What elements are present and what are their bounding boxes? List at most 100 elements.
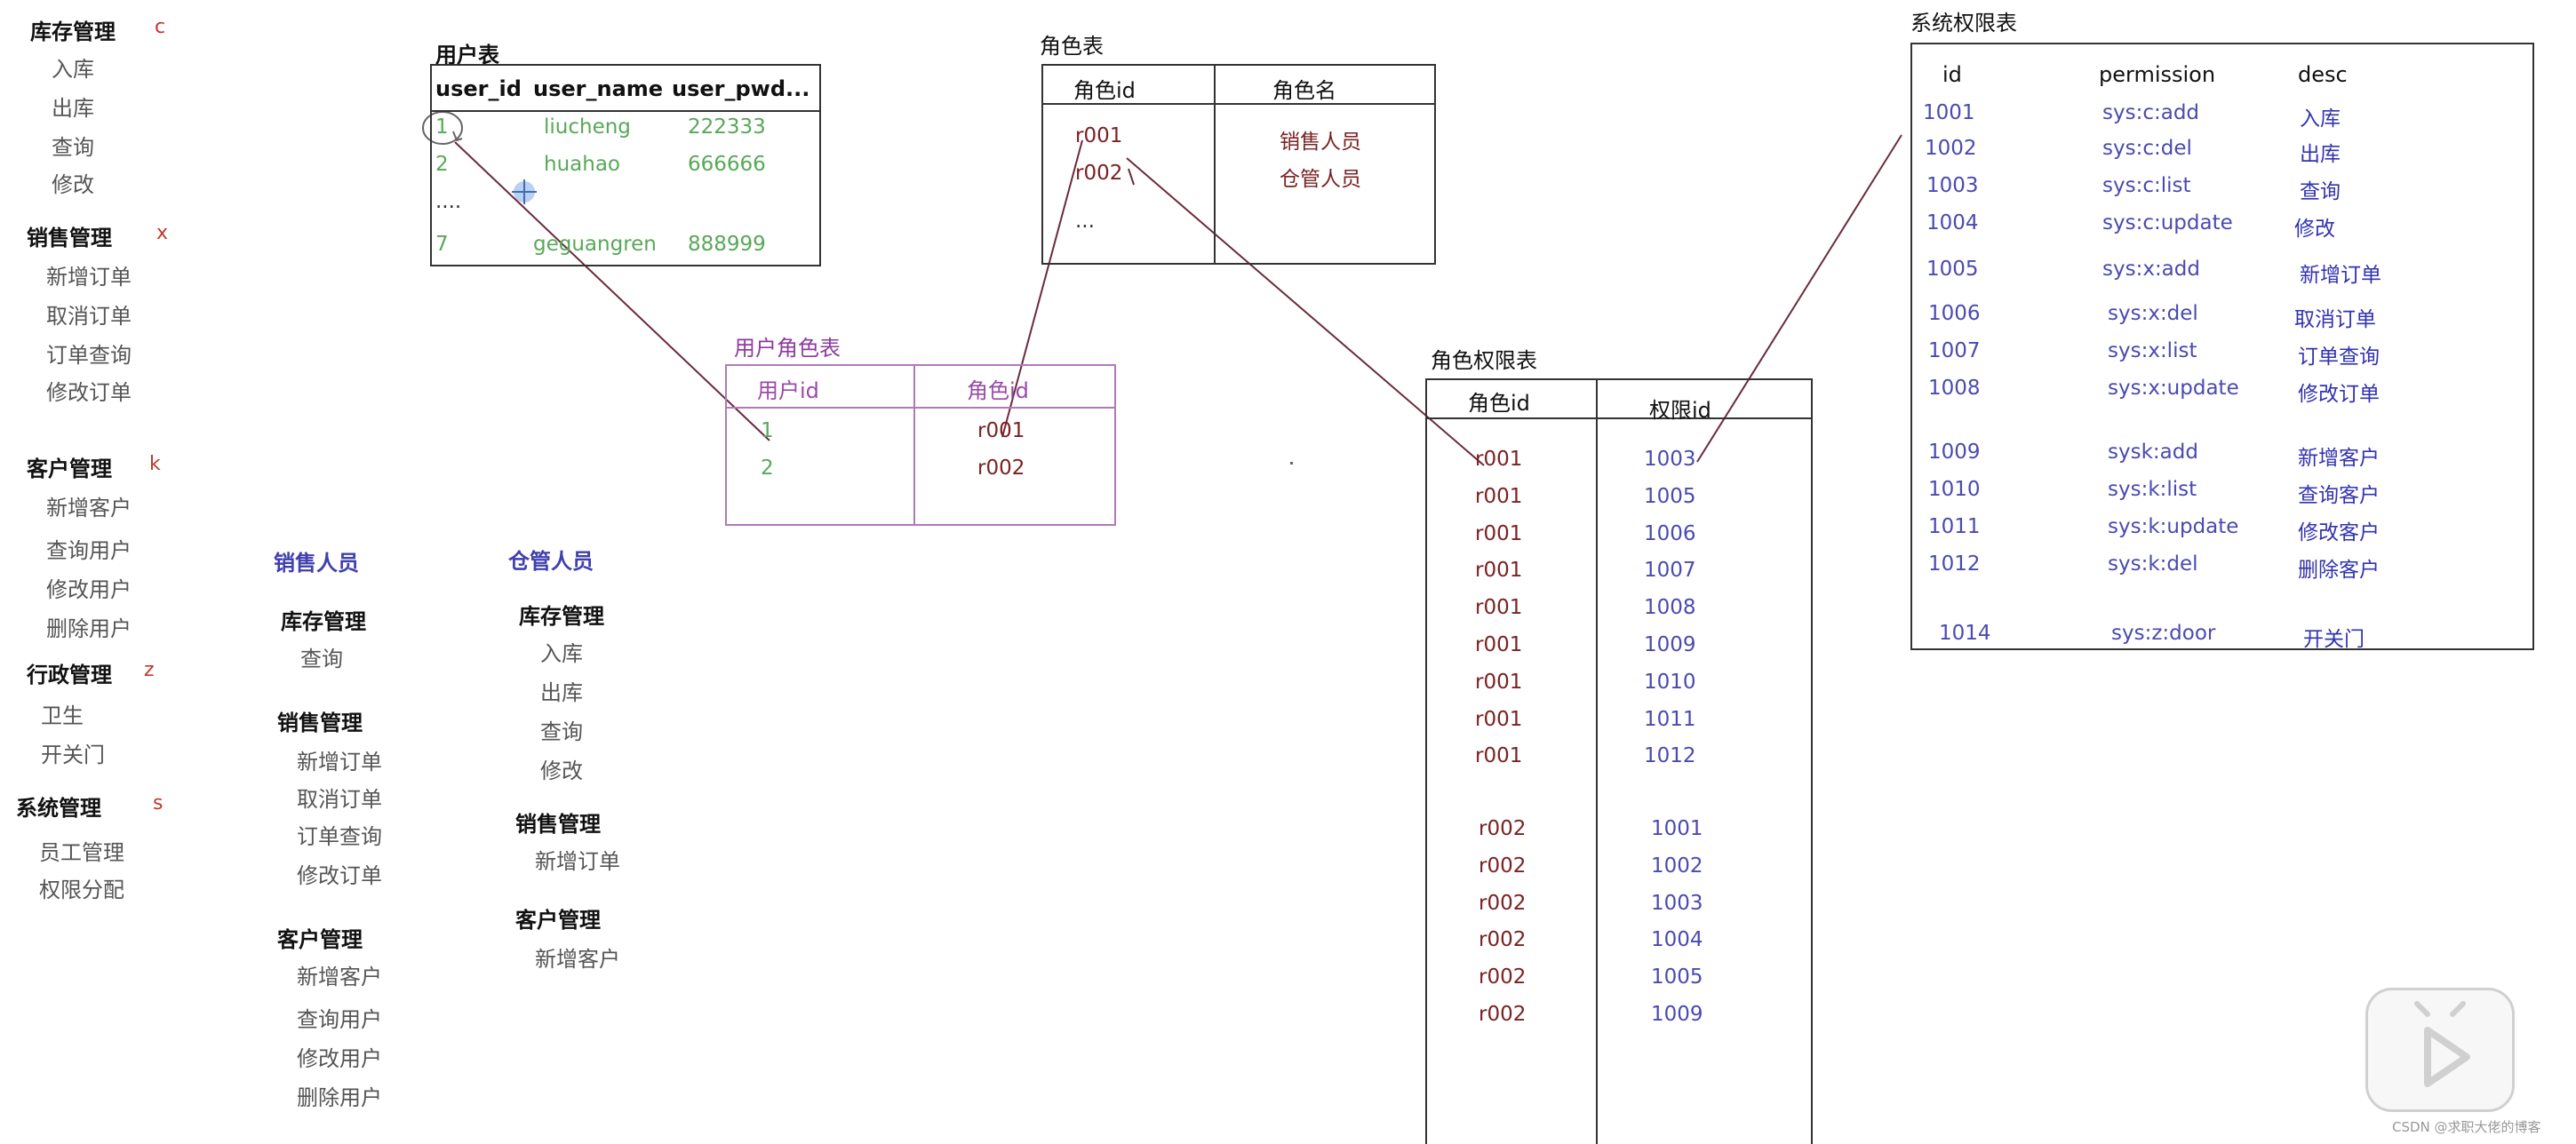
watermark-text: CSDN @求职大佬的博客 (2392, 1119, 2541, 1135)
role-perm-col-line (1596, 378, 1598, 1144)
perm-desc-cell: 删除客户 (2298, 559, 2380, 582)
user-table-cell: .... (435, 190, 462, 213)
perm-desc-cell: 修改 (2294, 218, 2335, 241)
perm-id-cell: 1005 (1926, 258, 1979, 281)
role-item: 查询用户 (297, 1007, 382, 1032)
role-perm-cell-perm: 1011 (1644, 708, 1696, 731)
role-item: 修改用户 (297, 1046, 382, 1071)
perm-id-cell: 1014 (1939, 622, 1991, 645)
perm-desc-cell: 订单查询 (2298, 346, 2380, 369)
perm-code-cell: sys:k:update (2108, 515, 2239, 538)
user-role-table-header: 用户id (757, 378, 819, 403)
role-perm-cell-perm: 1004 (1651, 928, 1703, 951)
perm-code-cell: sys:k:list (2108, 478, 2197, 501)
role-table-col-line (1214, 64, 1216, 265)
link-roleperm-to-perm (1696, 134, 1902, 463)
role-table-header: 角色名 (1272, 78, 1336, 103)
user-table-box (430, 64, 821, 266)
role-perm-cell-role: r001 (1475, 671, 1523, 694)
role-title-0: 销售人员 (274, 551, 359, 576)
perm-desc-cell: 查询 (2300, 180, 2341, 203)
perm-id-cell: 1001 (1923, 101, 1975, 124)
menu-group-s: 系统管理 (16, 796, 101, 821)
role-item: 修改订单 (297, 863, 382, 888)
perm-id-cell: 1003 (1926, 174, 1979, 197)
role-perm-cell-perm: 1001 (1651, 817, 1703, 840)
role-table-header-line (1041, 103, 1436, 105)
user-role-cell-user: 2 (761, 457, 774, 480)
role-perm-cell-role: r001 (1475, 522, 1523, 545)
role-table-title: 角色表 (1040, 34, 1104, 59)
user-table-header: user_pwd... (672, 76, 810, 101)
user-id-highlight-circle (422, 111, 463, 145)
menu-item: 修改用户 (46, 577, 132, 602)
role-item: 新增订单 (297, 750, 382, 775)
user-table-cell: huahao (544, 153, 620, 176)
play-button[interactable] (2365, 988, 2515, 1112)
menu-item: 删除用户 (46, 616, 132, 641)
user-table-title: 用户表 (435, 43, 499, 68)
role-perm-cell-role: r001 (1475, 485, 1523, 508)
role-perm-cell-role: r001 (1475, 708, 1523, 731)
role-table-header: 角色id (1073, 78, 1136, 103)
user-table-cell: 7 (435, 233, 449, 256)
perm-id-cell: 1002 (1925, 137, 1977, 160)
user-table-cell: geguangren (533, 233, 657, 256)
role-group-label: 库存管理 (519, 604, 604, 629)
role-perm-cell-role: r001 (1475, 596, 1523, 619)
menu-item: 新增订单 (46, 265, 132, 290)
role-item: 出库 (540, 680, 583, 705)
role-perm-table-header: 权限id (1649, 398, 1711, 423)
role-table-cell: r002 (1075, 162, 1123, 185)
small-hook-mark (452, 131, 463, 142)
menu-item: 出库 (52, 96, 94, 121)
perm-id-cell: 1006 (1928, 302, 1981, 325)
perm-id-cell: 1012 (1928, 552, 1981, 576)
role-perm-cell-perm: 1005 (1644, 485, 1696, 508)
menu-item: 查询 (52, 135, 94, 160)
role-perm-cell-role: r001 (1475, 448, 1523, 471)
role-item: 删除用户 (297, 1085, 382, 1110)
user-table-cell: 666666 (688, 153, 766, 176)
role-perm-cell-perm: 1009 (1644, 633, 1696, 656)
perm-id-cell: 1007 (1928, 339, 1981, 362)
user-role-cell-role: r001 (977, 419, 1025, 442)
role-group-label: 销售管理 (277, 711, 363, 735)
perm-code-cell: sys:k:del (2108, 552, 2198, 576)
perm-code-cell: sys:z:door (2111, 622, 2216, 645)
perm-desc-cell: 查询客户 (2298, 484, 2380, 507)
role-perm-cell-role: r002 (1479, 965, 1527, 989)
play-icon (2414, 1001, 2470, 1087)
perm-code-cell: sys:x:list (2108, 339, 2197, 362)
perm-table-header: desc (2298, 62, 2348, 87)
role-perm-cell-perm: 1003 (1644, 448, 1696, 471)
role-perm-cell-role: r002 (1479, 1003, 1527, 1026)
menu-group-z: 行政管理 (27, 663, 112, 687)
menu-item: 修改订单 (46, 380, 132, 405)
user-role-table-box (725, 364, 1116, 526)
user-table-cell: 2 (435, 153, 449, 176)
role-perm-table-header: 角色id (1468, 391, 1530, 416)
menu-item: 修改 (52, 172, 94, 197)
user-role-table-title: 用户角色表 (734, 336, 841, 361)
perm-code-cell: sys:c:update (2102, 211, 2233, 234)
role-perm-cell-role: r002 (1479, 854, 1527, 878)
role-table-box (1041, 64, 1436, 265)
menu-code-z: z (144, 659, 155, 681)
perm-desc-cell: 出库 (2300, 143, 2341, 166)
perm-id-cell: 1009 (1928, 441, 1981, 464)
perm-code-cell: sys:c:list (2102, 174, 2191, 197)
role-title-1: 仓管人员 (508, 549, 594, 574)
cursor-crosshair-icon (512, 179, 537, 204)
role-item: 订单查询 (297, 824, 382, 849)
menu-group-k: 客户管理 (27, 457, 112, 481)
perm-code-cell: sys:x:del (2108, 302, 2198, 325)
menu-item: 开关门 (41, 743, 105, 767)
role-item: 新增客户 (297, 965, 382, 989)
user-role-col-line (913, 364, 915, 526)
perm-code-cell: sys:c:add (2102, 101, 2200, 124)
role-perm-cell-perm: 1007 (1644, 559, 1696, 582)
role-perm-cell-role: r001 (1475, 633, 1523, 656)
user-role-cell-role: r002 (977, 457, 1025, 480)
